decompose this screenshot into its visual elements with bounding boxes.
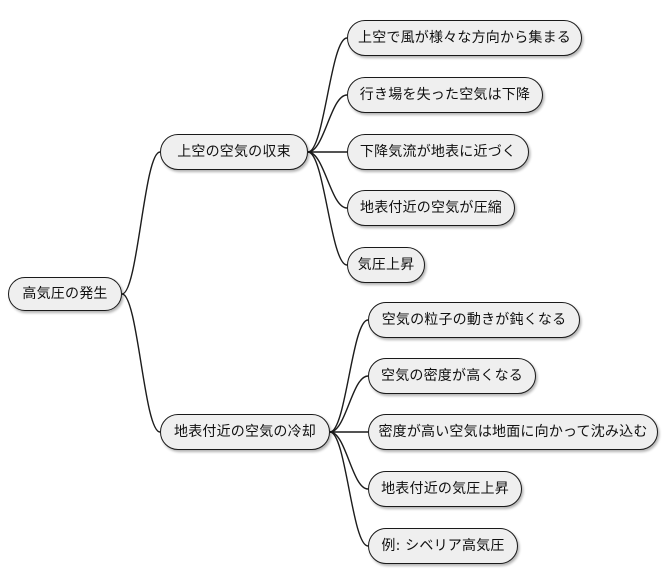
leaf-node-2-2[interactable]: 空気の密度が高くなる xyxy=(368,358,536,394)
leaf-node-1-2[interactable]: 行き場を失った空気は下降 xyxy=(347,77,543,113)
node-label: 行き場を失った空気は下降 xyxy=(359,87,531,103)
branch-node-2[interactable]: 地表付近の空気の冷却 xyxy=(160,414,330,450)
node-label: 上空で風が様々な方向から集まる xyxy=(358,30,571,46)
leaf-node-1-4[interactable]: 地表付近の空気が圧縮 xyxy=(347,190,515,226)
edge-branch-1-to-leaf-4 xyxy=(307,151,348,209)
leaf-node-2-5[interactable]: 例: シベリア高気圧 xyxy=(368,528,518,564)
node-label: 空気の粒子の動きが鈍くなる xyxy=(381,312,567,328)
leaf-node-1-5[interactable]: 気圧上昇 xyxy=(347,247,425,283)
edge-root-to-branch-1 xyxy=(121,151,161,295)
node-label: 下降気流が地表に近づく xyxy=(359,144,517,160)
edge-branch-1-to-leaf-2 xyxy=(307,94,348,153)
edge-branch-2-to-leaf-5 xyxy=(329,431,369,547)
branch-node-1[interactable]: 上空の空気の収束 xyxy=(160,134,308,170)
edge-root-to-branch-2 xyxy=(121,293,161,433)
node-label: 空気の密度が高くなる xyxy=(381,368,523,384)
leaf-node-1-3[interactable]: 下降気流が地表に近づく xyxy=(347,134,529,170)
edge-branch-1-to-leaf-1 xyxy=(307,37,348,153)
node-label: 地表付近の気圧上昇 xyxy=(381,481,509,497)
node-label: 高気圧の発生 xyxy=(22,286,108,302)
root-node[interactable]: 高気圧の発生 xyxy=(8,277,122,311)
edge-branch-2-to-leaf-4 xyxy=(329,431,369,490)
leaf-node-2-1[interactable]: 空気の粒子の動きが鈍くなる xyxy=(368,302,580,338)
node-label: 気圧上昇 xyxy=(357,257,415,273)
node-label: 上空の空気の収束 xyxy=(177,144,291,160)
edge-branch-1-to-leaf-5 xyxy=(307,151,348,266)
node-label: 地表付近の空気が圧縮 xyxy=(360,200,502,216)
node-label: 地表付近の空気の冷却 xyxy=(174,424,316,440)
edge-branch-2-to-leaf-2 xyxy=(329,375,369,433)
edge-branch-2-to-leaf-1 xyxy=(329,319,369,433)
leaf-node-2-4[interactable]: 地表付近の気圧上昇 xyxy=(368,471,522,507)
node-label: 例: シベリア高気圧 xyxy=(381,538,505,554)
leaf-node-2-3[interactable]: 密度が高い空気は地面に向かって沈み込む xyxy=(368,414,658,450)
node-label: 密度が高い空気は地面に向かって沈み込む xyxy=(378,424,648,440)
leaf-node-1-1[interactable]: 上空で風が様々な方向から集まる xyxy=(347,20,582,56)
